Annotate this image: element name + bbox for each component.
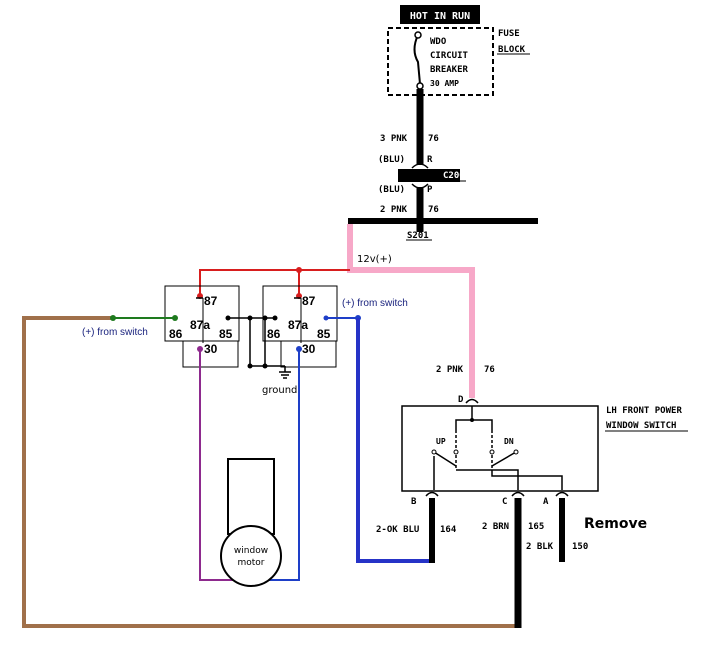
breaker-rating: 30 AMP	[430, 79, 459, 88]
pin-d-label: D	[458, 395, 464, 405]
wire-3pnk-label: 3 PNK	[380, 134, 408, 144]
pin-a-label: A	[543, 497, 549, 507]
fuse-block-label-line2: BLOCK	[498, 45, 526, 55]
d-wire-label: 2 PNK	[436, 365, 464, 375]
relay-right: 87 87a 86 85 30	[262, 285, 338, 368]
fuse-block: HOT IN RUN FUSE BLOCK WDO CIRCUIT BREAKE…	[387, 5, 530, 96]
wire-3pnk-number: 76	[428, 134, 439, 144]
breaker-label-line2: CIRCUIT	[430, 51, 469, 61]
red-87-wire	[197, 267, 350, 299]
from-switch-right-label: (+) from switch	[342, 298, 408, 309]
relay-right-pin-87a: 87a	[288, 318, 308, 332]
connector-c200	[398, 169, 460, 182]
b-wire-label: 2-OK BLU	[376, 525, 419, 535]
window-switch-title-line2: WINDOW SWITCH	[606, 421, 676, 431]
relay-left-pin-86: 86	[169, 327, 183, 341]
b-wire-number: 164	[440, 525, 457, 535]
wire-2pnk-label: 2 PNK	[380, 205, 408, 215]
relay-left: 87 87a 86 85 30	[164, 285, 240, 368]
breaker-symbol	[413, 34, 421, 85]
breaker-label-line1: WDO	[430, 37, 447, 47]
wire-2pnk-number: 76	[428, 205, 439, 215]
blue-85-wire: (+) from switch	[326, 298, 434, 563]
window-switch: 2 PNK 76 LH FRONT POWER WINDOW SWITCH D …	[401, 365, 688, 507]
relay-left-pin-85: 85	[219, 327, 233, 341]
window-glass-icon	[227, 458, 275, 535]
switch-up-label: UP	[436, 437, 446, 446]
c-wire-number: 165	[528, 522, 544, 532]
relay-left-pin-87a: 87a	[190, 318, 210, 332]
pink-12v-wire: 12v(+)	[347, 224, 475, 398]
relay-left-pin-87: 87	[204, 294, 218, 308]
supply-wire: 3 PNK 76 (BLU) R C200 (BLU) P 2 PNK 76 S…	[348, 89, 538, 241]
ground-label: ground	[262, 385, 297, 396]
connector-p-color: (BLU)	[378, 185, 405, 195]
motor-icon	[220, 525, 282, 587]
output-wires: 2-OK BLU 164 2 BRN 165 2 BLK 150 Remove	[376, 498, 647, 628]
relay-left-pin-30: 30	[204, 342, 218, 356]
c-wire-label: 2 BRN	[482, 522, 509, 532]
brown-wire	[22, 316, 518, 628]
relay-right-pin-85: 85	[317, 327, 331, 341]
relay-right-pin-87: 87	[302, 294, 316, 308]
hot-in-run-label: HOT IN RUN	[410, 11, 470, 22]
connector-r-pin: R	[427, 155, 433, 165]
pin-b-label: B	[411, 497, 417, 507]
motor-label-line1: window	[234, 546, 268, 556]
connector-c200-label: C200	[443, 171, 465, 181]
breaker-label-line3: BREAKER	[430, 65, 469, 75]
connector-r-color: (BLU)	[378, 155, 405, 165]
switch-dn-label: DN	[504, 437, 514, 446]
splice-label: S201	[407, 231, 429, 241]
from-switch-left-label: (+) from switch	[82, 327, 148, 338]
a-wire-number: 150	[572, 542, 588, 552]
d-wire-number: 76	[484, 365, 495, 375]
ground-circuit: ground	[228, 315, 297, 396]
green-86-wire: (+) from switch	[82, 315, 178, 338]
pin-c-label: C	[502, 497, 507, 507]
connector-p-pin: P	[427, 185, 433, 195]
hot-in-run-label-box	[400, 5, 480, 24]
window-motor: window motor	[220, 458, 282, 587]
relay-right-pin-86: 86	[267, 327, 281, 341]
a-wire-label: 2 BLK	[526, 542, 554, 552]
remove-label: Remove	[584, 516, 647, 532]
splice-point	[416, 217, 424, 225]
pin-d-connector	[465, 398, 479, 404]
voltage-label: 12v(+)	[357, 254, 392, 265]
fuse-block-label-line1: FUSE	[498, 29, 520, 39]
ground-icon	[279, 371, 291, 379]
fuse-block-outline	[387, 27, 494, 96]
relay-right-pin-30: 30	[302, 342, 316, 356]
window-switch-title-line1: LH FRONT POWER	[606, 406, 682, 416]
motor-label-line2: motor	[237, 558, 264, 568]
window-switch-box	[401, 405, 599, 492]
